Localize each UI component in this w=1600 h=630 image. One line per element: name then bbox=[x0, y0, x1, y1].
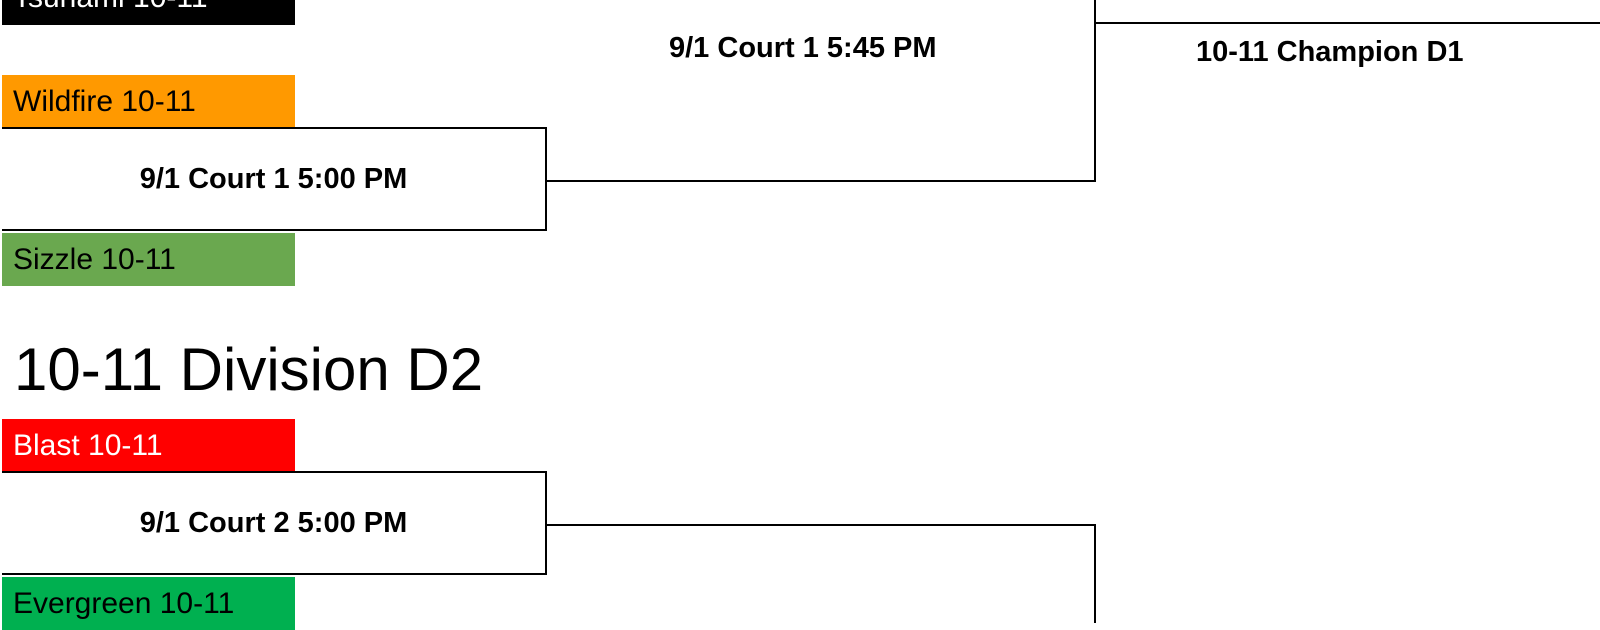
connector-d1-round1 bbox=[547, 180, 1096, 182]
match-d1-semifinal: 9/1 Court 1 5:45 PM bbox=[669, 32, 937, 64]
connector-d2-round1 bbox=[547, 524, 1096, 526]
team-blast: Blast 10-11 bbox=[2, 419, 295, 472]
connector-d1-final bbox=[1094, 22, 1600, 24]
match-label: 9/1 Court 2 5:00 PM bbox=[139, 506, 408, 539]
team-name: Tsunami 10-11 bbox=[13, 0, 208, 13]
connector-d2-vertical bbox=[1094, 524, 1096, 623]
team-name: Evergreen 10-11 bbox=[13, 586, 235, 620]
match-label: 9/1 Court 1 5:00 PM bbox=[139, 162, 408, 195]
team-evergreen: Evergreen 10-11 bbox=[2, 577, 295, 630]
match-d2-round1: 9/1 Court 2 5:00 PM bbox=[2, 471, 547, 575]
team-name: Blast 10-11 bbox=[13, 428, 163, 462]
team-name: Sizzle 10-11 bbox=[13, 242, 176, 276]
team-tsunami: Tsunami 10-11 bbox=[2, 0, 295, 25]
division-title: 10-11 Division D2 bbox=[14, 336, 484, 403]
connector-d1-vertical bbox=[1094, 0, 1096, 182]
team-sizzle: Sizzle 10-11 bbox=[2, 233, 295, 286]
champion-d1-label: 10-11 Champion D1 bbox=[1196, 36, 1464, 68]
team-wildfire: Wildfire 10-11 bbox=[2, 75, 295, 128]
match-d1-round1: 9/1 Court 1 5:00 PM bbox=[2, 127, 547, 231]
team-name: Wildfire 10-11 bbox=[13, 84, 196, 118]
